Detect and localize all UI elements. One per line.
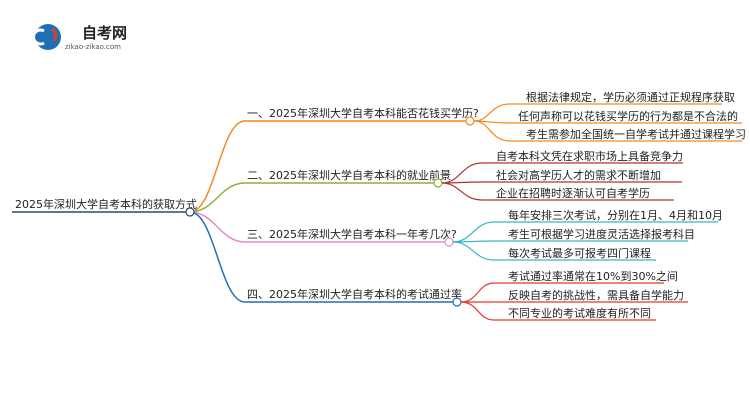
connector-2 bbox=[189, 182, 246, 213]
connector-3 bbox=[189, 211, 246, 243]
branch-3-label: 三、2025年深圳大学自考本科一年考几次? bbox=[247, 227, 457, 241]
branch-3-leaf-2[interactable]: 考生可根据学习进度灵活选择报考科目 bbox=[494, 227, 695, 242]
branch-1[interactable]: 一、2025年深圳大学自考本科能否花钱买学历? 根据法律规定，学历必须通过正规程… bbox=[245, 90, 746, 142]
branch-3-dot bbox=[444, 237, 454, 247]
root-connectors bbox=[189, 120, 246, 303]
logo-name: 自考网 bbox=[82, 24, 127, 42]
logo-icon bbox=[31, 24, 61, 50]
root-node[interactable]: 2025年深圳大学自考本科的获取方式 bbox=[12, 197, 197, 217]
branch-3[interactable]: 三、2025年深圳大学自考本科一年考几次? 每年安排三次考试，分别在1月、4月和… bbox=[245, 208, 723, 261]
branch-1-leaf-1[interactable]: 根据法律规定，学历必须通过正规程序获取 bbox=[510, 90, 735, 105]
branch-1-dot bbox=[465, 116, 475, 126]
branch-2-dot bbox=[433, 178, 443, 188]
branch-4-leaf-3[interactable]: 不同专业的考试难度有所不同 bbox=[494, 306, 656, 321]
branch-4-label: 四、2025年深圳大学自考本科的考试通过率 bbox=[247, 287, 462, 301]
branch-2[interactable]: 二、2025年深圳大学自考本科的就业前景 自考本科文凭在求职市场上具备竞争力 社… bbox=[245, 149, 683, 201]
root-node-dot bbox=[185, 207, 195, 217]
branch-1-leaf-1-label: 根据法律规定，学历必须通过正规程序获取 bbox=[526, 90, 735, 104]
branch-1-leaf-3-label: 考生需参加全国统一自学考试并通过课程学习 bbox=[526, 127, 746, 141]
branch-2-leaf-3[interactable]: 企业在招聘时逐渐认可自考学历 bbox=[482, 186, 674, 201]
branch-3-leaf-1[interactable]: 每年安排三次考试，分别在1月、4月和10月 bbox=[494, 208, 723, 223]
branch-2-label: 二、2025年深圳大学自考本科的就业前景 bbox=[247, 168, 451, 182]
branch-1-label: 一、2025年深圳大学自考本科能否花钱买学历? bbox=[247, 106, 479, 120]
branch-4-leaf-2[interactable]: 反映自考的挑战性，需具备自学能力 bbox=[494, 288, 688, 303]
branch-4-leaf-1-label: 考试通过率通常在10%到30%之间 bbox=[508, 269, 678, 283]
logo-url: zikao-zikao.com bbox=[65, 43, 121, 51]
branch-4[interactable]: 四、2025年深圳大学自考本科的考试通过率 考试通过率通常在10%到30%之间 … bbox=[245, 269, 688, 321]
branch-3-leaf-2-label: 考生可根据学习进度灵活选择报考科目 bbox=[508, 227, 695, 241]
branch-2-leaf-1-label: 自考本科文凭在求职市场上具备竞争力 bbox=[496, 149, 683, 163]
branch-3-leaf-1-label: 每年安排三次考试，分别在1月、4月和10月 bbox=[508, 208, 723, 222]
branch-2-leaf-2[interactable]: 社会对高学历人才的需求不断增加 bbox=[482, 168, 682, 183]
branch-2-leaf-3-label: 企业在招聘时逐渐认可自考学历 bbox=[496, 186, 650, 200]
branch-2-leaf-1[interactable]: 自考本科文凭在求职市场上具备竞争力 bbox=[482, 149, 683, 164]
branch-4-dot bbox=[452, 297, 462, 307]
site-logo[interactable]: 自考网 zikao-zikao.com bbox=[31, 24, 127, 51]
branch-3-leaf-3-label: 每次考试最多可报考四门课程 bbox=[508, 246, 651, 260]
branch-4-leaf-3-label: 不同专业的考试难度有所不同 bbox=[508, 306, 651, 320]
branch-3-leaf-3[interactable]: 每次考试最多可报考四门课程 bbox=[494, 246, 656, 261]
connector-4 bbox=[189, 211, 246, 303]
branch-4-leaf-2-label: 反映自考的挑战性，需具备自学能力 bbox=[508, 288, 684, 302]
branch-2-leaf-2-label: 社会对高学历人才的需求不断增加 bbox=[496, 168, 661, 182]
branch-4-leaf-1[interactable]: 考试通过率通常在10%到30%之间 bbox=[494, 269, 678, 284]
root-label: 2025年深圳大学自考本科的获取方式 bbox=[15, 197, 197, 211]
connector-1 bbox=[189, 120, 246, 213]
branch-1-leaf-2[interactable]: 任何声称可以花钱买学历的行为都是不合法的 bbox=[510, 109, 742, 124]
branch-1-leaf-2-label: 任何声称可以花钱买学历的行为都是不合法的 bbox=[518, 109, 738, 123]
branch-1-leaf-3[interactable]: 考生需参加全国统一自学考试并通过课程学习 bbox=[510, 127, 746, 142]
